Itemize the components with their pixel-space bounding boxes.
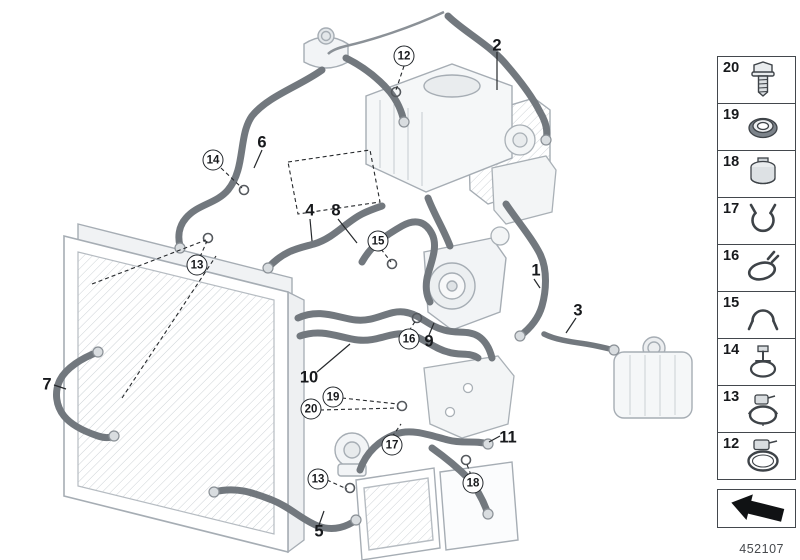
legend-item-17[interactable]: 17 — [717, 197, 796, 245]
hose-fittings — [92, 116, 620, 526]
mounting-bracket — [423, 355, 515, 439]
callout-5[interactable]: 5 — [314, 522, 324, 541]
worm-drive-clamp-icon — [747, 394, 778, 426]
thermostat-housing — [423, 237, 507, 331]
legend-panel: 20 19 — [717, 56, 796, 528]
clamp-marks — [202, 86, 472, 494]
leader-lines-solid — [53, 52, 577, 526]
radiator — [63, 223, 305, 554]
legend-item-13[interactable]: 13 — [717, 385, 796, 433]
legend-item-label: 16 — [723, 248, 740, 264]
hose-3 — [541, 331, 617, 353]
hose-8 — [358, 218, 438, 306]
callout-17[interactable]: 17 — [381, 434, 403, 456]
hose-1 — [502, 200, 549, 340]
hose-cooler-outlet — [424, 194, 454, 250]
callout-16[interactable]: 16 — [398, 328, 420, 350]
callout-6[interactable]: 6 — [257, 133, 267, 152]
hose-5 — [210, 486, 360, 532]
callout-15[interactable]: 15 — [367, 230, 389, 252]
hose-7 — [53, 348, 118, 441]
callout-8[interactable]: 8 — [331, 201, 341, 220]
hose-9 — [296, 329, 482, 362]
callout-14[interactable]: 14 — [202, 149, 224, 171]
legend-item-label: 19 — [723, 107, 740, 123]
legend-item-label: 13 — [723, 389, 740, 405]
hose-11 — [356, 428, 492, 474]
spring-clamp-icon — [749, 203, 776, 233]
hex-bolt-icon — [750, 61, 775, 97]
spring-band-clamp-icon — [747, 250, 779, 281]
legend-item-label: 14 — [723, 342, 740, 358]
callout-19[interactable]: 19 — [322, 386, 344, 408]
callout-13-b[interactable]: 13 — [307, 468, 329, 490]
hose-6 — [175, 66, 326, 250]
callout-1[interactable]: 1 — [531, 261, 541, 280]
callout-9[interactable]: 9 — [424, 332, 434, 351]
hose-2 — [444, 12, 551, 144]
legend-item-label: 17 — [723, 201, 740, 217]
retaining-clip-icon — [749, 157, 776, 185]
diagram-number: 452107 — [739, 542, 784, 556]
hose-12 — [342, 54, 408, 126]
vent-hose — [327, 10, 445, 55]
callout-11[interactable]: 11 — [499, 428, 517, 447]
callout-18[interactable]: 18 — [462, 472, 484, 494]
callout-4[interactable]: 4 — [305, 201, 315, 220]
expansion-tank — [613, 336, 693, 419]
legend-item-label: 20 — [723, 60, 740, 76]
grommet-icon — [747, 117, 778, 139]
legend-direction-arrow — [717, 489, 796, 528]
callout-2[interactable]: 2 — [492, 36, 502, 55]
callout-3[interactable]: 3 — [573, 301, 583, 320]
direction-arrow-icon — [730, 493, 784, 522]
callout-20[interactable]: 20 — [300, 398, 322, 420]
legend-item-label: 12 — [723, 436, 740, 452]
legend-item-19[interactable]: 19 — [717, 103, 796, 151]
callout-12[interactable]: 12 — [393, 45, 415, 67]
callout-7[interactable]: 7 — [42, 375, 52, 394]
legend-item-12[interactable]: 12 — [717, 432, 796, 480]
callout-13-a[interactable]: 13 — [186, 254, 208, 276]
legend-item-20[interactable]: 20 — [717, 56, 796, 104]
legend-item-14[interactable]: 14 — [717, 338, 796, 386]
legend-item-16[interactable]: 16 — [717, 244, 796, 292]
legend-item-label: 18 — [723, 154, 740, 170]
legend-item-18[interactable]: 18 — [717, 150, 796, 198]
worm-drive-clamp-large-icon — [746, 439, 779, 472]
spring-clamp-open-icon — [747, 309, 778, 331]
auxiliary-radiator — [355, 461, 519, 560]
legend-item-label: 15 — [723, 295, 740, 311]
screw-type-clamp-icon — [749, 345, 776, 378]
hose-10 — [294, 308, 496, 362]
callout-10[interactable]: 10 — [299, 368, 319, 387]
hose-4 — [264, 202, 386, 272]
legend-item-15[interactable]: 15 — [717, 291, 796, 339]
